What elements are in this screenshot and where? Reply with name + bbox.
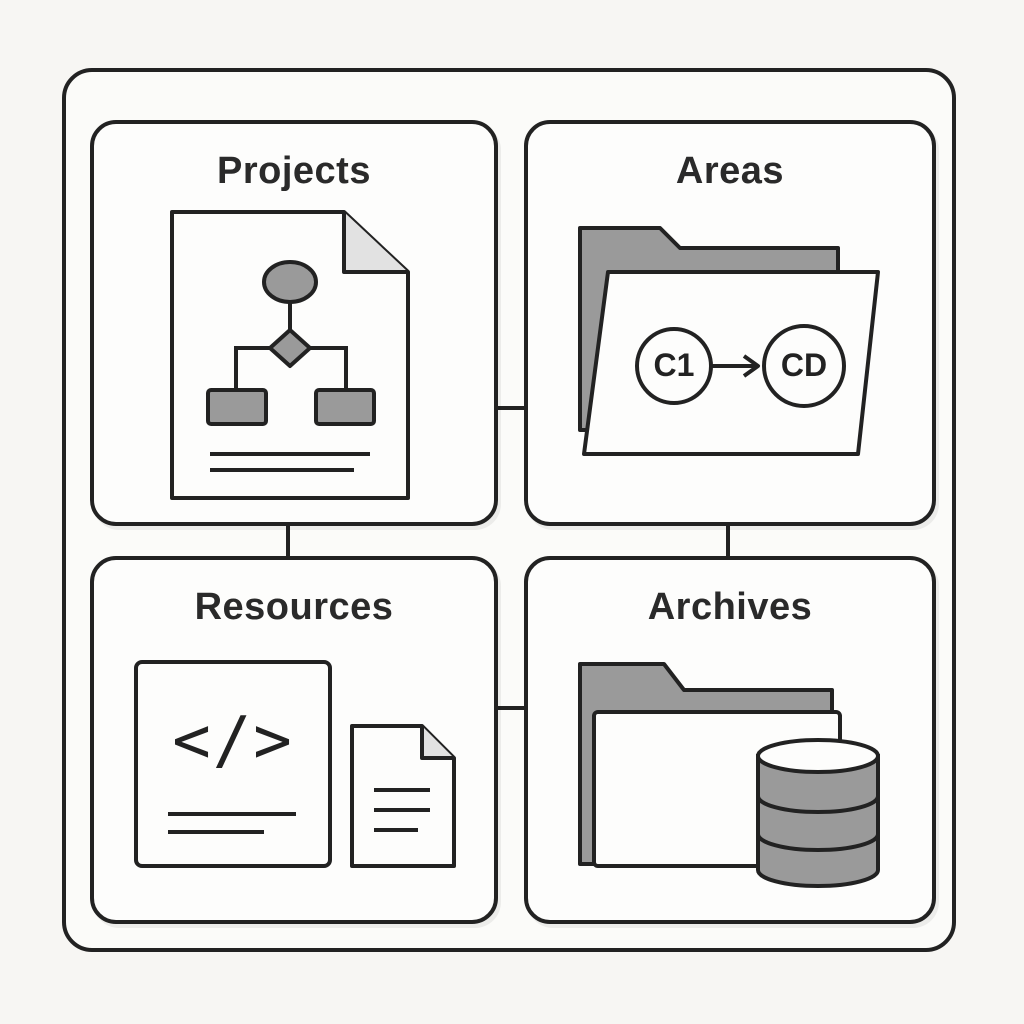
- connector-resources-archives: [498, 706, 524, 710]
- panel-title-resources: Resources: [194, 586, 394, 628]
- panel-title-archives: Archives: [647, 586, 813, 628]
- node-c1-label: C1: [653, 347, 695, 383]
- panel-projects: Projects: [90, 120, 498, 526]
- connector-projects-areas: [498, 406, 524, 410]
- panel-title-areas: Areas: [675, 150, 785, 192]
- connector-projects-resources: [286, 526, 290, 556]
- node-cd-label: CD: [780, 347, 828, 383]
- code-symbol: </>: [172, 704, 294, 778]
- panel-title-projects: Projects: [217, 150, 371, 192]
